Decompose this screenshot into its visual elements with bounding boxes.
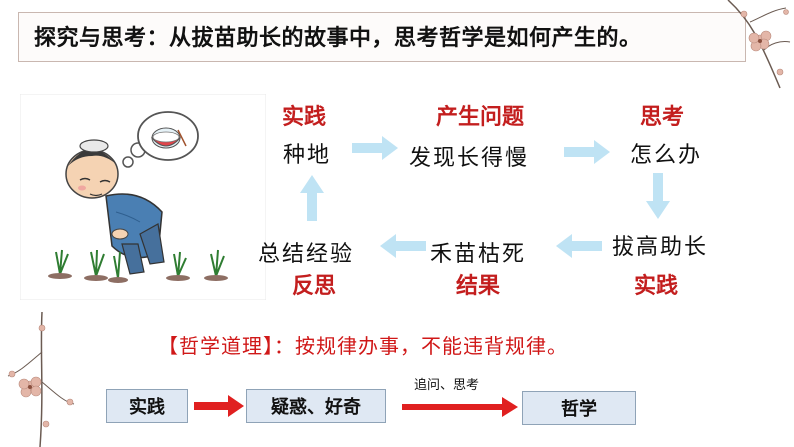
page-title: 探究与思考：从拔苗助长的故事中，思考哲学是如何产生的。 xyxy=(34,26,642,51)
arrow-left-2 xyxy=(380,234,426,258)
title-banner xyxy=(18,12,746,62)
tag-practice-1: 实践 xyxy=(282,105,327,130)
flow-note: 追问、思考 xyxy=(414,378,480,393)
tag-problem: 产生问题 xyxy=(436,105,525,130)
tag-practice-2: 实践 xyxy=(634,274,679,299)
flow-box-practice: 实践 xyxy=(106,389,188,423)
step-what-to-do: 怎么办 xyxy=(630,143,703,168)
tag-think: 思考 xyxy=(640,105,685,130)
step-grow-slow: 发现长得慢 xyxy=(409,146,530,171)
flower-branch-decoration-bottom xyxy=(7,312,75,447)
flow-box-curiosity: 疑惑、好奇 xyxy=(246,389,386,423)
farmer-illustration xyxy=(20,94,266,300)
flow-arrow-2 xyxy=(402,397,518,417)
flow-arrow-1 xyxy=(194,395,244,417)
arrow-down xyxy=(646,173,670,219)
step-summarize: 总结经验 xyxy=(258,242,355,267)
arrow-up xyxy=(300,175,324,221)
arrow-right-1 xyxy=(352,136,398,160)
step-seedlings-die: 禾苗枯死 xyxy=(430,242,527,267)
philosophy-principle: 【哲学道理】：按规律办事，不能违背规律。 xyxy=(158,334,568,358)
tag-reflect: 反思 xyxy=(292,274,337,299)
step-plant: 种地 xyxy=(283,143,332,168)
flow-box-philosophy: 哲学 xyxy=(522,391,636,425)
step-pull-seedlings: 拔高助长 xyxy=(612,235,709,260)
arrow-right-2 xyxy=(564,140,610,164)
flower-branch-decoration-top xyxy=(727,0,791,89)
arrow-left-1 xyxy=(556,234,602,258)
tag-result: 结果 xyxy=(456,274,501,299)
